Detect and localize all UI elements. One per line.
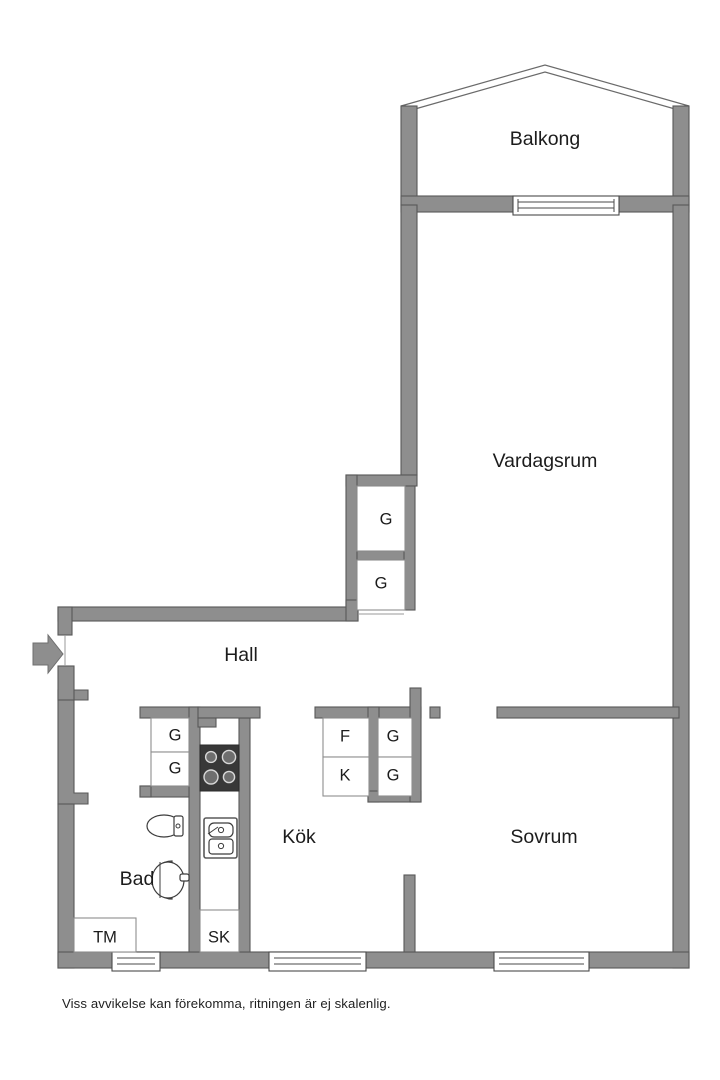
wall-kitchen-column-top: [197, 706, 261, 719]
toilet-icon: [146, 814, 184, 838]
cabinet-box-freezer: [322, 756, 370, 797]
wall-balcony-right: [672, 105, 690, 206]
window-bad: [111, 951, 161, 972]
room-label-bad: Bad: [120, 868, 155, 890]
cabinet-label-kitchen-lower: G: [387, 766, 400, 784]
wall-closet-bay-right: [403, 485, 416, 611]
room-labels-group: Balkong Vardagsrum Hall Kök Sovrum Bad: [120, 128, 598, 890]
wall-exterior-left-upper2: [57, 665, 75, 701]
room-label-sovrum: Sovrum: [510, 826, 577, 848]
stove-icon: [199, 744, 240, 792]
cabinets-group: [73, 485, 413, 953]
cabinet-box-storage: [199, 909, 240, 953]
windows-group: [111, 195, 620, 972]
wall-sovrum-top: [496, 706, 680, 719]
entrance-arrow-icon: [32, 633, 64, 675]
window-sovrum: [493, 951, 590, 972]
cabinet-box-laundry: [73, 917, 137, 953]
wall-exterior-left-lower: [57, 689, 89, 805]
washbasin-icon: [151, 860, 190, 900]
wall-closet-bay-left: [345, 474, 358, 611]
wall-kitchen-sovrum-divider: [403, 874, 416, 953]
wall-sovrum-top-stub: [429, 706, 441, 719]
wall-bath-right: [188, 706, 201, 953]
disclaimer-caption: Viss avvikelse kan förekomma, ritningen …: [62, 996, 391, 1011]
cabinet-box-hall-lower: [356, 559, 406, 611]
cabinet-label-hall-closet-lower: G: [375, 574, 388, 592]
wall-balcony-left: [400, 105, 418, 206]
wall-livingroom-left: [400, 204, 418, 476]
cabinet-label-freezer: K: [339, 766, 350, 784]
wall-kitchen-cab-divider: [367, 706, 380, 803]
window-balcony-door: [512, 195, 620, 216]
kitchen-sink-icon: [203, 817, 238, 859]
wall-hall-top-step: [345, 599, 359, 622]
room-label-kok: Kök: [282, 826, 316, 848]
wall-exterior-left-upper: [57, 606, 73, 636]
cabinet-box-bath-lower: [150, 751, 190, 787]
walls-group: [57, 105, 690, 969]
cabinet-box-kitchen-lower: [377, 756, 413, 797]
wall-closet-divider: [356, 550, 412, 561]
wall-exterior-left-bottom: [57, 803, 75, 969]
window-kok: [268, 951, 367, 972]
cabinet-label-hall-closet-upper: G: [380, 510, 393, 528]
room-label-balkong: Balkong: [510, 128, 580, 150]
cabinet-box-hall-upper: [356, 485, 406, 552]
balcony-roof-outline: [400, 64, 690, 114]
cabinet-label-kitchen-upper: G: [387, 727, 400, 745]
cabinet-label-fridge: F: [340, 727, 350, 745]
room-label-vardagsrum: Vardagsrum: [493, 450, 598, 472]
wall-hall-top: [57, 606, 359, 622]
wall-exterior-right: [672, 204, 690, 969]
wall-kitchen-column-right: [238, 717, 251, 953]
cabinet-box-fridge: [322, 717, 370, 758]
wall-kitchen-column-step: [197, 717, 217, 728]
cabinet-label-laundry: TM: [93, 928, 117, 946]
cabinet-labels-group: G G G G F K G G TM SK: [93, 510, 399, 946]
cabinet-box-bath-upper: [150, 717, 190, 753]
wall-bath-closet-left: [139, 785, 152, 798]
cabinet-label-storage: SK: [208, 928, 230, 946]
cabinet-label-bath-closet-upper: G: [169, 726, 182, 744]
wall-balcony-divider-left: [400, 195, 514, 213]
cabinet-label-bath-closet-lower: G: [169, 759, 182, 777]
room-label-hall: Hall: [224, 644, 258, 666]
